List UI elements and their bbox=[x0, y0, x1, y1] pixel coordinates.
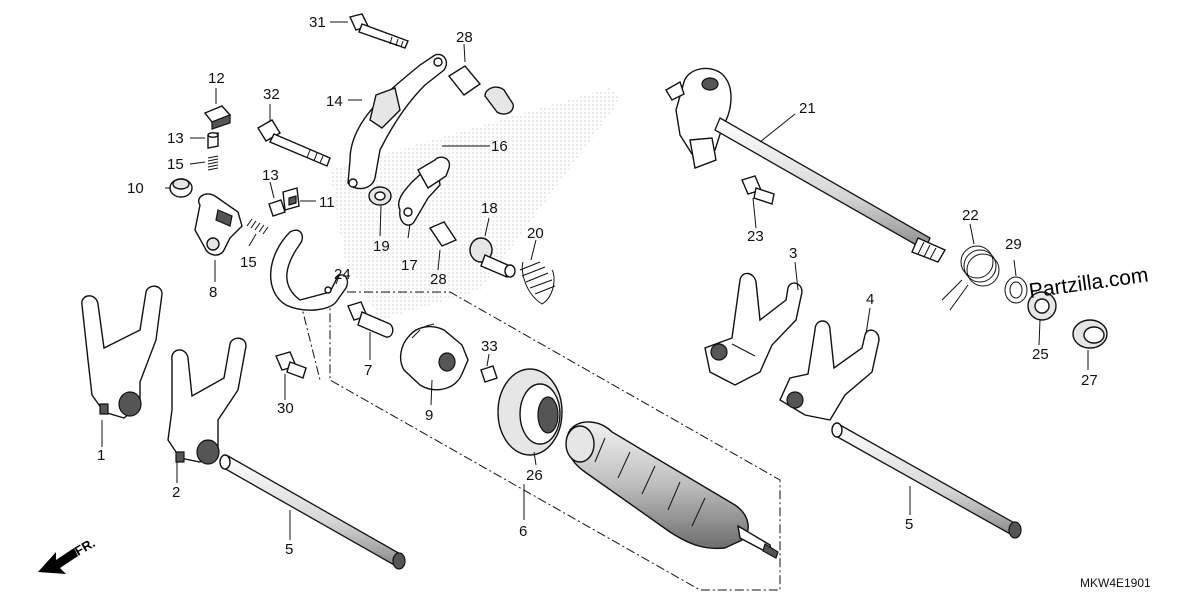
label-part-18: 18 bbox=[481, 200, 498, 217]
bolt-30 bbox=[275, 351, 307, 379]
label-part-26: 26 bbox=[526, 467, 543, 484]
nut-10 bbox=[169, 178, 193, 198]
label-part-28-upper: 28 bbox=[456, 29, 473, 46]
assembly-bracket-plate bbox=[299, 299, 321, 381]
label-part-24: 24 bbox=[334, 266, 351, 283]
label-part-22: 22 bbox=[962, 207, 979, 224]
part-labels: 1 2 3 4 5 5 6 7 8 9 10 11 12 13 13 14 15… bbox=[97, 14, 1098, 558]
label-part-3: 3 bbox=[789, 245, 797, 262]
bracket-24 bbox=[270, 229, 349, 311]
washer-19 bbox=[368, 186, 392, 206]
bolt-7 bbox=[347, 301, 394, 338]
bolt-32 bbox=[257, 119, 331, 167]
fork-2 bbox=[167, 337, 247, 465]
assembly-bracket-drum bbox=[329, 291, 781, 591]
bearing-26 bbox=[497, 368, 563, 456]
label-part-7: 7 bbox=[364, 362, 372, 379]
label-part-13-lower: 13 bbox=[262, 167, 279, 184]
plate-16 bbox=[417, 156, 451, 190]
collar-28-lower bbox=[428, 221, 458, 247]
label-part-32: 32 bbox=[263, 86, 280, 103]
label-part-16: 16 bbox=[491, 138, 508, 155]
label-part-25: 25 bbox=[1032, 346, 1049, 363]
label-part-10: 10 bbox=[127, 180, 144, 197]
housing-shading bbox=[330, 88, 620, 320]
shaft-18 bbox=[469, 237, 516, 278]
label-part-2: 2 bbox=[172, 484, 180, 501]
spring-15-lower bbox=[246, 218, 269, 235]
spring-22 bbox=[941, 245, 1000, 311]
watermark: Partzilla.com bbox=[1027, 263, 1149, 303]
pin-13-upper bbox=[207, 132, 219, 149]
shift-shaft-21 bbox=[665, 67, 946, 263]
fork-1 bbox=[81, 285, 163, 419]
bolt-31 bbox=[349, 13, 409, 49]
leader-lines bbox=[101, 21, 1089, 540]
clip-11 bbox=[282, 187, 300, 211]
label-part-8: 8 bbox=[209, 284, 217, 301]
rod-5-left bbox=[219, 454, 406, 570]
fork-4 bbox=[779, 320, 880, 421]
ring-29 bbox=[1004, 276, 1028, 304]
label-part-19: 19 bbox=[373, 238, 390, 255]
label-part-1: 1 bbox=[97, 447, 105, 464]
spring-20 bbox=[519, 261, 556, 305]
spring-15-upper bbox=[207, 155, 219, 171]
label-part-20: 20 bbox=[527, 225, 544, 242]
label-part-13-upper: 13 bbox=[167, 130, 184, 147]
label-part-30: 30 bbox=[277, 400, 294, 417]
label-part-6: 6 bbox=[519, 523, 527, 540]
label-part-27: 27 bbox=[1081, 372, 1098, 389]
stopper-plate-14 bbox=[347, 53, 448, 190]
bolt-23 bbox=[741, 175, 775, 205]
label-part-23: 23 bbox=[747, 228, 764, 245]
fork-3 bbox=[704, 272, 803, 386]
label-part-15-lower: 15 bbox=[240, 254, 257, 271]
label-part-21: 21 bbox=[799, 100, 816, 117]
washer-25 bbox=[1027, 291, 1057, 321]
drawing-code: MKW4E1901 bbox=[1080, 576, 1151, 590]
label-part-9: 9 bbox=[425, 407, 433, 424]
rod-5-right bbox=[831, 422, 1022, 539]
cam-9 bbox=[399, 323, 469, 391]
label-part-14: 14 bbox=[326, 93, 343, 110]
label-part-31: 31 bbox=[309, 14, 326, 31]
label-part-5-left: 5 bbox=[285, 541, 293, 558]
label-part-33: 33 bbox=[481, 338, 498, 355]
label-part-15-upper: 15 bbox=[167, 156, 184, 173]
label-part-12: 12 bbox=[208, 70, 225, 87]
label-part-11: 11 bbox=[319, 194, 335, 211]
collar-28-upper bbox=[447, 65, 514, 115]
pin-13-lower bbox=[268, 199, 286, 217]
label-part-17: 17 bbox=[401, 257, 418, 274]
seal-27 bbox=[1072, 319, 1108, 349]
label-part-5-right: 5 bbox=[905, 516, 913, 533]
label-part-28-lower: 28 bbox=[430, 271, 447, 288]
arm-8 bbox=[194, 193, 243, 256]
front-direction-arrow: FR. bbox=[38, 535, 98, 574]
label-part-4: 4 bbox=[866, 291, 874, 308]
shift-drum-6 bbox=[565, 421, 779, 559]
label-part-29: 29 bbox=[1005, 236, 1022, 253]
pin-33 bbox=[480, 365, 498, 383]
detent-12 bbox=[203, 105, 232, 130]
